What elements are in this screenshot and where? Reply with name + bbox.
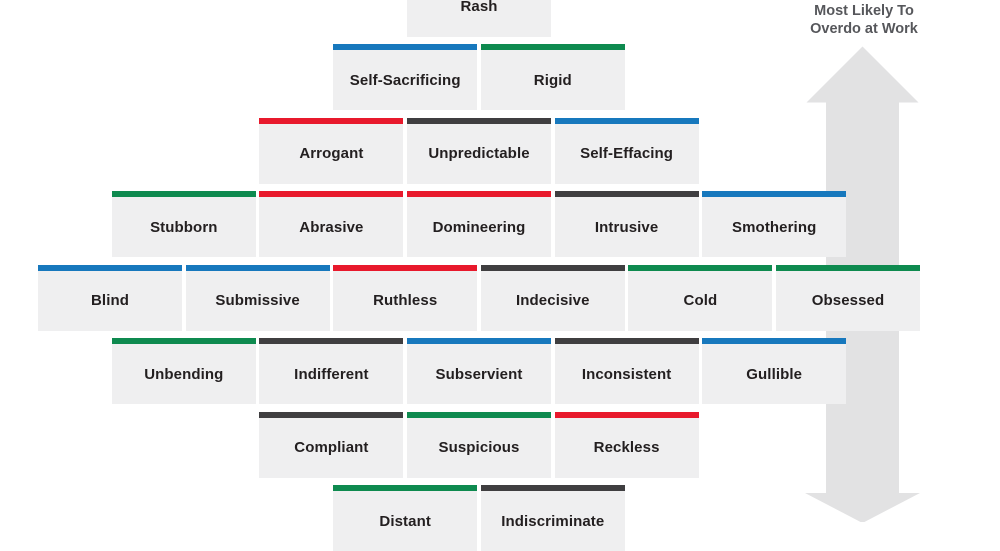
- trait-label: Gullible: [746, 365, 803, 383]
- trait-label: Arrogant: [299, 145, 364, 162]
- trait-tile: Intrusive: [554, 191, 699, 257]
- trait-label: Indecisive: [516, 292, 590, 309]
- trait-label: Compliant: [294, 439, 369, 456]
- trait-label: Inconsistent: [581, 365, 672, 383]
- trait-label: Unbending: [144, 365, 224, 383]
- trait-label: Self-Sacrificing: [349, 71, 461, 89]
- trait-tile: Gullible: [702, 338, 847, 404]
- trait-tile: Ruthless: [333, 264, 478, 331]
- trait-label: Ruthless: [373, 292, 438, 309]
- trait-label: Indifferent: [294, 365, 369, 383]
- trait-label: Blind: [91, 292, 129, 309]
- trait-label: Obsessed: [811, 292, 885, 309]
- trait-label: Self-Effacing: [580, 145, 674, 162]
- trait-tile: Stubborn: [111, 191, 256, 257]
- trait-label: Suspicious: [438, 439, 520, 456]
- trait-tile: Smothering: [702, 191, 847, 257]
- trait-tile: Subservient: [407, 338, 551, 404]
- trait-label: Reckless: [593, 439, 660, 456]
- trait-tile: Indifferent: [259, 338, 404, 404]
- trait-tile: Abrasive: [259, 191, 404, 257]
- trait-label: Rigid: [533, 71, 572, 89]
- trait-label: Cold: [683, 292, 718, 309]
- trait-tile: Submissive: [185, 264, 330, 331]
- trait-label: Distant: [379, 512, 431, 530]
- trait-tile: Inconsistent: [554, 338, 699, 404]
- trait-tile: Suspicious: [407, 411, 551, 478]
- diagram-title-line1: Most Likely To: [814, 3, 914, 19]
- trait-tile: Rash: [407, 0, 551, 37]
- trait-tile: Distant: [333, 485, 478, 551]
- trait-tile: Blind: [38, 264, 182, 331]
- diagram-title: Most Likely To Overdo at Work: [774, 3, 954, 38]
- trait-tile: Unpredictable: [407, 117, 551, 184]
- trait-label: Rash: [460, 0, 498, 15]
- trait-label: Domineering: [432, 218, 526, 236]
- trait-tile: Arrogant: [259, 117, 404, 184]
- diagram-title-line2: Overdo at Work: [810, 20, 918, 37]
- trait-tile: Rigid: [480, 44, 625, 110]
- trait-label: Smothering: [732, 218, 817, 236]
- trait-tile: Self-Sacrificing: [333, 44, 478, 110]
- trait-label: Submissive: [215, 292, 300, 309]
- trait-label: Stubborn: [150, 218, 218, 236]
- trait-tile: Compliant: [259, 411, 404, 478]
- trait-tile: Cold: [628, 264, 773, 331]
- trait-label: Subservient: [435, 365, 523, 383]
- trait-tile: Reckless: [554, 411, 699, 478]
- trait-label: Intrusive: [594, 218, 659, 236]
- trait-tile: Indecisive: [480, 264, 625, 331]
- trait-label: Indiscriminate: [501, 512, 605, 530]
- trait-tile: Unbending: [111, 338, 256, 404]
- trait-label: Unpredictable: [428, 145, 530, 162]
- trait-tile: Indiscriminate: [480, 485, 625, 551]
- trait-tile: Obsessed: [776, 264, 920, 331]
- trait-tile: Self-Effacing: [554, 117, 699, 184]
- trait-tile: Domineering: [407, 191, 551, 257]
- trait-label: Abrasive: [299, 218, 364, 236]
